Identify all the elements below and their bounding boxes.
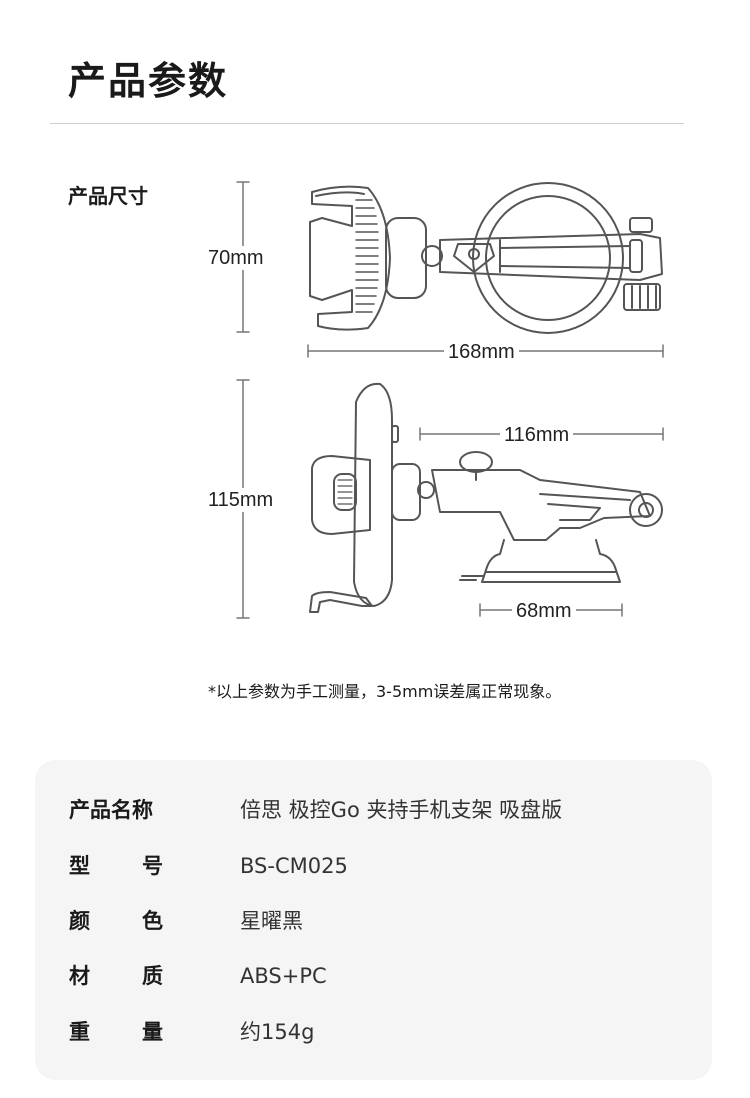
dimension-label-top-width: 168mm: [444, 340, 519, 364]
spec-row-color: 颜色 星曜黑: [35, 901, 712, 941]
dimension-label-base-width: 68mm: [512, 599, 576, 623]
top-view-drawing: [236, 181, 664, 358]
spec-table: 产品名称 倍思 极控Go 夹持手机支架 吸盘版 型号 BS-CM025 颜色 星…: [35, 760, 712, 1080]
spec-value: 倍思 极控Go 夹持手机支架 吸盘版: [240, 798, 563, 822]
spec-row-model: 型号 BS-CM025: [35, 846, 712, 886]
spec-value: 约154g: [240, 1020, 315, 1044]
page-title: 产品参数: [68, 59, 229, 103]
measurement-footnote: *以上参数为手工测量，3-5mm误差属正常现象。: [208, 682, 562, 701]
dimension-label-arm-length: 116mm: [500, 423, 574, 447]
section-label-size: 产品尺寸: [68, 184, 148, 208]
spec-key: 产品名称: [69, 798, 153, 822]
spec-row-material: 材质 ABS+PC: [35, 956, 712, 996]
product-dimension-drawing: [236, 181, 664, 619]
side-view-drawing: [236, 379, 664, 619]
title-divider: [50, 123, 684, 124]
spec-value: BS-CM025: [240, 854, 348, 878]
spec-key: 重量: [69, 1020, 163, 1044]
dimension-label-top-height: 70mm: [204, 246, 268, 270]
spec-value: 星曜黑: [240, 909, 303, 933]
spec-row-weight: 重量 约154g: [35, 1012, 712, 1052]
spec-key: 颜色: [69, 909, 163, 933]
spec-key: 型号: [69, 854, 163, 878]
spec-key: 材质: [69, 964, 163, 988]
spec-row-name: 产品名称 倍思 极控Go 夹持手机支架 吸盘版: [35, 790, 712, 830]
dimension-label-side-height: 115mm: [204, 488, 278, 512]
spec-value: ABS+PC: [240, 964, 327, 988]
